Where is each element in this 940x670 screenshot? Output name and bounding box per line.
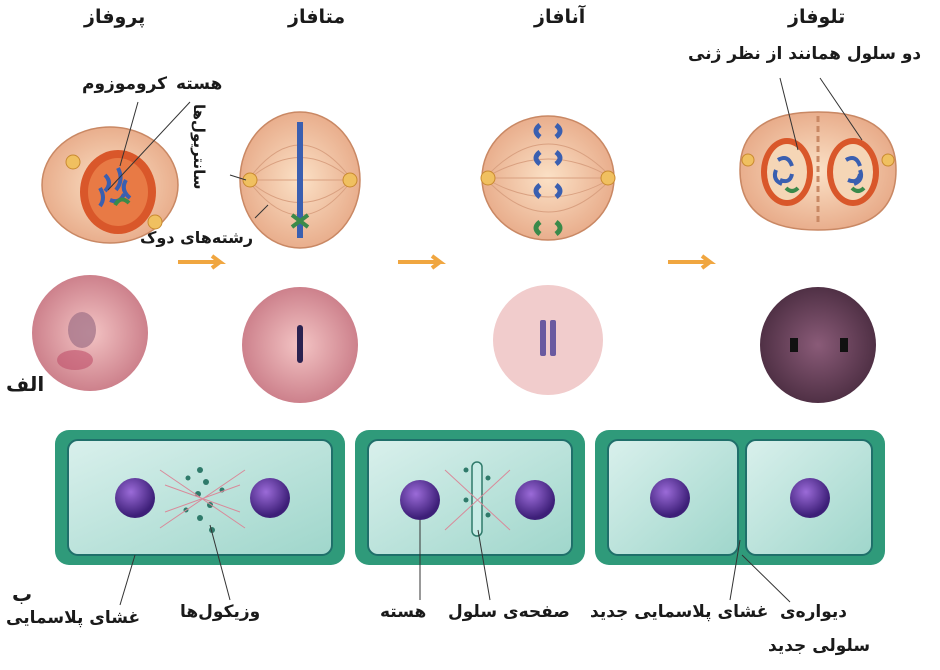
micrograph-telophase [760, 287, 876, 403]
plant-cell-2 [355, 430, 585, 565]
micrograph-anaphase [493, 285, 603, 395]
metaphase-cell [230, 112, 360, 248]
stage-arrows [178, 256, 710, 268]
plant-cell-1 [55, 430, 345, 565]
prophase-cell [42, 102, 190, 243]
telophase-cells [740, 78, 896, 230]
micrograph-prophase [32, 275, 148, 391]
plant-cell-3 [595, 430, 885, 565]
anaphase-cell [481, 116, 615, 240]
micrograph-metaphase [242, 287, 358, 403]
